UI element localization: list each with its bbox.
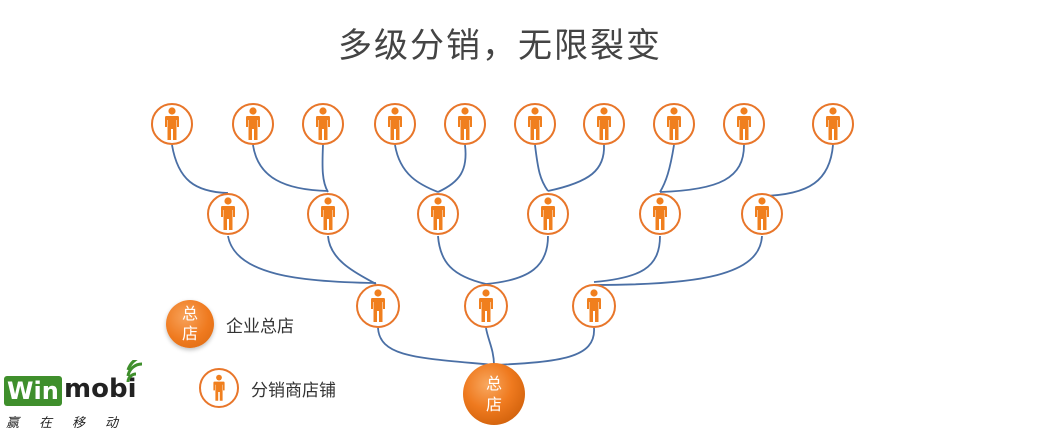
hq-badge-label-1: 总	[181, 304, 198, 323]
store-badge-icon	[199, 368, 239, 408]
legend-store: 分销商店铺	[199, 368, 336, 408]
connector-lines	[171, 144, 834, 366]
store-node	[639, 193, 681, 235]
hq-root-node: 总 店	[463, 363, 525, 425]
store-node	[302, 103, 344, 145]
connector-line	[485, 327, 495, 366]
winmobi-logo: Win mobi 赢在移动	[4, 360, 154, 440]
store-node	[464, 284, 508, 328]
connector-line	[761, 144, 834, 197]
legend-store-label: 分销商店铺	[251, 380, 336, 401]
connector-line	[437, 144, 467, 193]
store-node	[527, 193, 569, 235]
store-node	[356, 284, 400, 328]
connector-line	[377, 327, 495, 366]
store-node	[307, 193, 349, 235]
connector-line	[327, 235, 377, 285]
signal-icon	[126, 360, 143, 383]
connector-line	[252, 144, 329, 192]
store-node	[723, 103, 765, 145]
store-node	[232, 103, 274, 145]
store-nodes-top-row	[151, 103, 854, 145]
page-title: 多级分销，无限裂变	[338, 26, 662, 66]
connector-line	[485, 235, 549, 285]
logo-mobi-text: mobi	[64, 374, 137, 404]
store-node	[653, 103, 695, 145]
connector-line	[593, 235, 661, 283]
store-node	[741, 193, 783, 235]
logo-tagline: 赢在移动	[6, 416, 139, 431]
person-icon	[213, 374, 225, 401]
hq-root-label-2: 店	[486, 395, 502, 414]
connector-line	[394, 144, 439, 193]
store-node	[417, 193, 459, 235]
store-node	[151, 103, 193, 145]
store-node	[207, 193, 249, 235]
connector-line	[593, 235, 763, 286]
store-node	[812, 103, 854, 145]
logo-win-text: Win	[4, 376, 62, 406]
legend-hq: 总 店 企业总店	[166, 300, 294, 348]
store-node	[572, 284, 616, 328]
connector-line	[321, 144, 329, 193]
hq-badge-label-2: 店	[181, 324, 198, 343]
connector-line	[171, 144, 229, 194]
store-node	[583, 103, 625, 145]
store-nodes-level2-row	[356, 284, 616, 328]
connector-line	[659, 144, 745, 193]
store-node	[514, 103, 556, 145]
connector-line	[227, 235, 377, 284]
legend-hq-label: 企业总店	[226, 316, 294, 337]
connector-line	[493, 327, 595, 366]
connector-line	[437, 235, 487, 285]
connector-line	[659, 144, 675, 193]
connector-line	[547, 144, 605, 192]
hq-badge-icon: 总 店	[166, 300, 214, 348]
store-node	[444, 103, 486, 145]
hq-root-label-1: 总	[486, 374, 502, 393]
store-node	[374, 103, 416, 145]
connector-line	[534, 144, 549, 192]
store-nodes-middle-row	[207, 193, 783, 235]
